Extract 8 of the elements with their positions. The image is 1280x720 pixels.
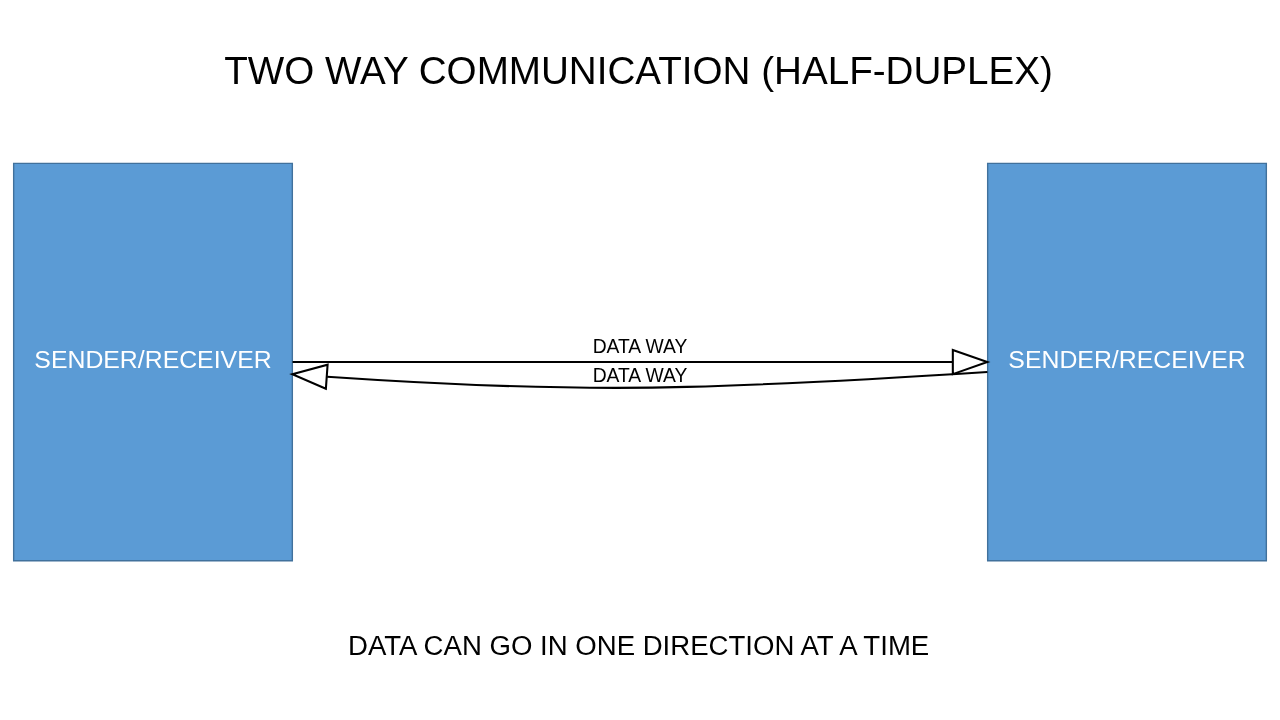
node-box: SENDER/RECEIVER bbox=[12, 162, 294, 562]
node-box: SENDER/RECEIVER bbox=[986, 162, 1268, 562]
arrow bbox=[292, 348, 991, 376]
caption: DATA CAN GO IN ONE DIRECTION AT A TIME bbox=[347, 629, 930, 661]
diagram-title: TWO WAY COMMUNICATION (HALF-DUPLEX) bbox=[224, 48, 1053, 92]
edge-label: DATA WAY bbox=[592, 335, 688, 357]
edge-label: DATA WAY bbox=[592, 364, 688, 386]
arrow bbox=[289, 363, 988, 391]
